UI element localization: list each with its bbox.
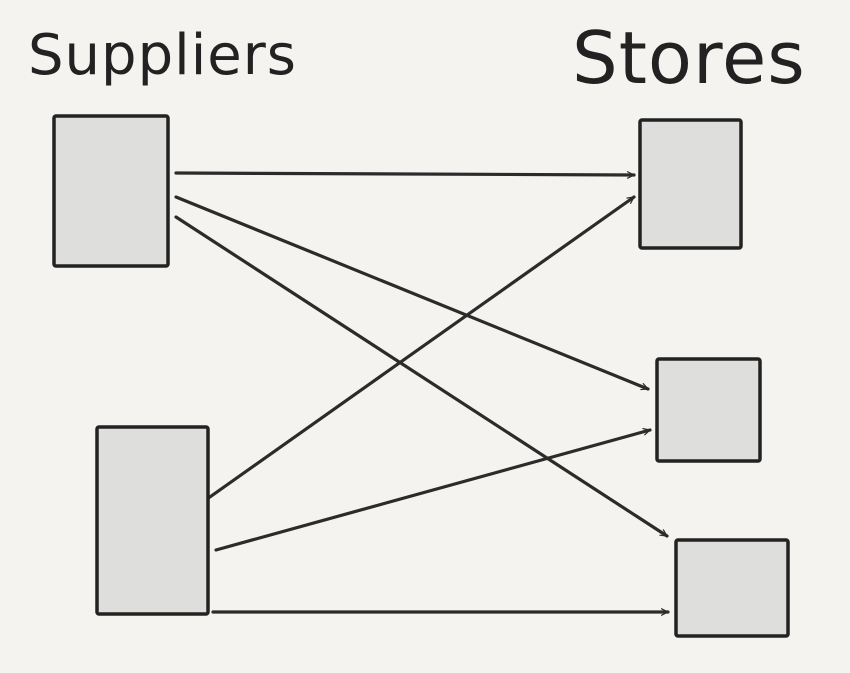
arrow-supplier-1-to-store-1 — [174, 171, 636, 179]
store-1-box — [638, 118, 743, 250]
edges-layer — [174, 171, 670, 616]
arrow-supplier-2-to-store-2 — [214, 428, 652, 552]
stores-heading: Stores — [572, 16, 806, 100]
supplier-1-box — [52, 114, 170, 268]
arrow-supplier-1-to-store-3 — [174, 215, 669, 538]
store-2-box — [655, 357, 762, 463]
arrow-supplier-2-to-store-1 — [198, 195, 636, 506]
store-3-box — [674, 538, 790, 638]
supplier-2-box — [95, 425, 210, 616]
arrow-supplier-1-to-store-2 — [174, 195, 650, 391]
suppliers-heading: Suppliers — [28, 23, 297, 88]
nodes-layer — [52, 114, 790, 638]
